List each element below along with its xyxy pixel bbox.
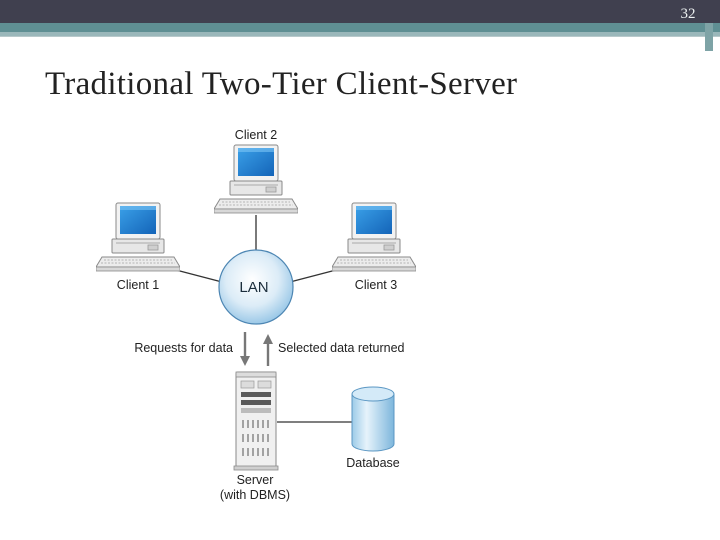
client-2: Client 2 <box>214 128 298 214</box>
server: Server (with DBMS) <box>220 371 290 502</box>
client-1-label: Client 1 <box>117 278 159 292</box>
header-stripe-light <box>0 32 720 36</box>
client-2-label: Client 2 <box>235 128 277 142</box>
database: Database <box>346 386 400 470</box>
link-client1-lan <box>175 269 223 283</box>
server-label: Server <box>237 473 274 487</box>
computer-icon <box>332 202 416 272</box>
slide-title: Traditional Two-Tier Client-Server <box>45 66 518 102</box>
returned-label: Selected data returned <box>278 341 405 355</box>
lan-hub: LAN <box>218 249 294 325</box>
server-sublabel: (with DBMS) <box>220 488 290 502</box>
network-links <box>175 215 352 423</box>
request-arrow: Requests for data <box>134 332 250 366</box>
computer-icon <box>96 202 180 272</box>
response-arrow: Selected data returned <box>263 334 405 366</box>
header-rule <box>0 36 720 37</box>
arrow-down-head-icon <box>240 356 250 366</box>
database-icon <box>351 386 395 452</box>
database-label: Database <box>346 456 400 470</box>
client-3-label: Client 3 <box>355 278 397 292</box>
header-accent <box>705 23 713 51</box>
arrow-up-head-icon <box>263 334 273 344</box>
client-3: Client 3 <box>332 202 416 292</box>
lan-label: LAN <box>239 279 268 296</box>
top-bar <box>0 0 720 23</box>
requests-label: Requests for data <box>134 341 233 355</box>
client-1: Client 1 <box>96 202 180 292</box>
link-client3-lan <box>289 269 337 283</box>
header-stripe <box>0 23 720 32</box>
lan-circle <box>218 249 294 325</box>
computer-icon <box>214 144 298 214</box>
slide-number: 32 <box>680 6 696 22</box>
server-icon <box>233 371 279 471</box>
